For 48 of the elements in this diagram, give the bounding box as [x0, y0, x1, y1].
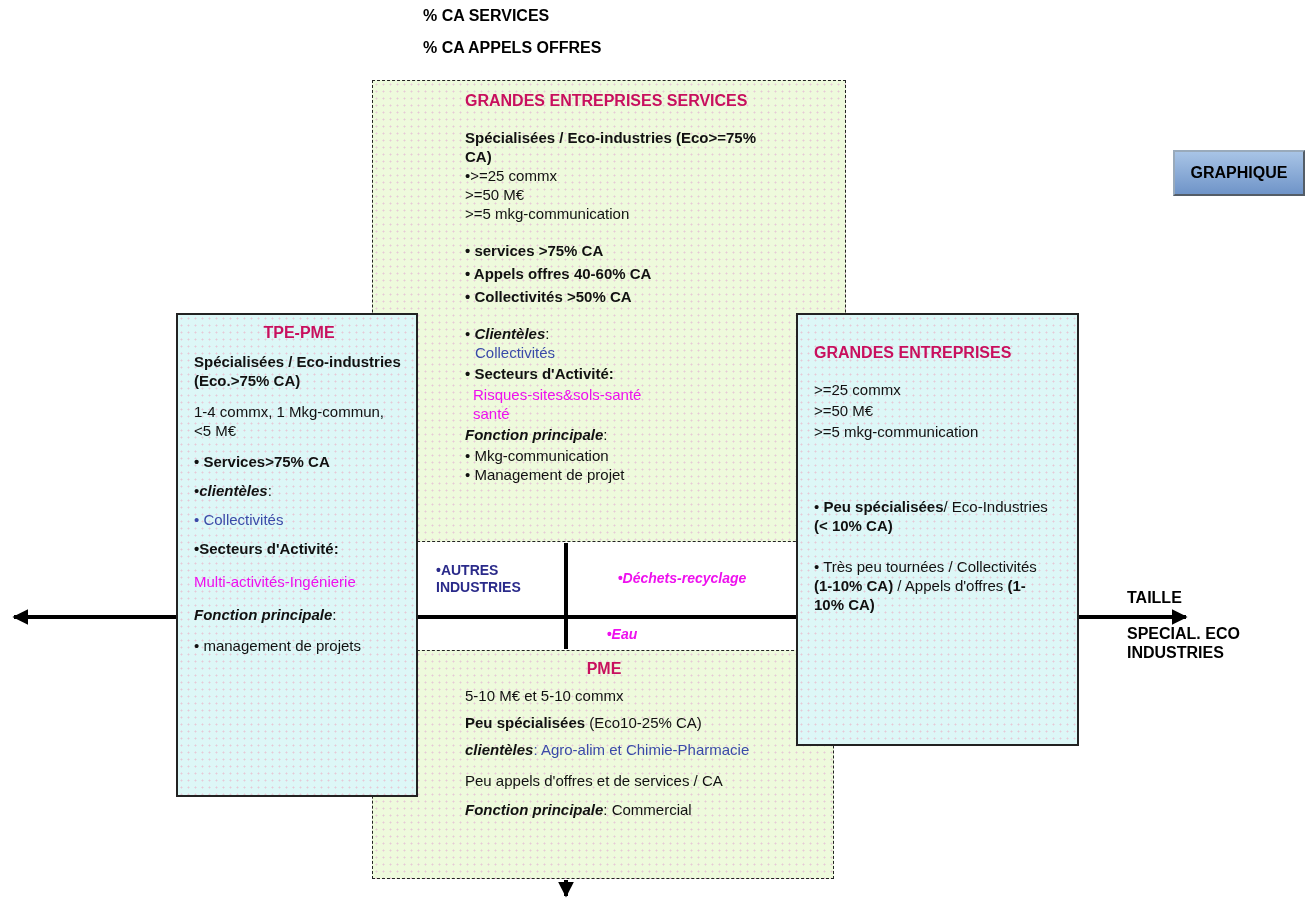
- text-line: • Très peu tournées / Collectivités (1-10% CA) / Appels d'offres (1-10% CA): [814, 557, 1038, 614]
- text-line: • Management de projet: [465, 465, 626, 484]
- text-line: •>=25 commx: [465, 166, 558, 185]
- cell-text: •Eau: [606, 625, 638, 644]
- text-line: >=5 mkg-communication: [465, 204, 631, 223]
- text-line: Peu spécialisées (Eco10-25% CA): [465, 713, 703, 732]
- text-line: • Collectivités >50% CA: [465, 287, 633, 306]
- cell-text: •AUTRES INDUSTRIES: [436, 561, 522, 596]
- text-line: •Secteurs d'Activité:: [194, 539, 340, 558]
- axis-label: TAILLE: [1127, 588, 1183, 607]
- text-line: Collectivités: [474, 343, 557, 362]
- text-line: 5-10 M€ et 5-10 commx: [465, 686, 625, 705]
- text-line: • Secteurs d'Activité:: [465, 364, 615, 383]
- text-line: Peu appels d'offres et de services / CA: [465, 771, 724, 790]
- text-line: • Clientèles:: [465, 324, 551, 343]
- text-line: • Collectivités: [194, 510, 285, 529]
- quadrant-box: [176, 313, 418, 797]
- text-line: >=50 M€: [465, 185, 526, 204]
- text-line: Risques-sites&sols-santé santé: [472, 385, 643, 423]
- box-heading: PME: [585, 659, 623, 678]
- text-line: • Mkg-communication: [465, 446, 610, 465]
- box-heading: GRANDES ENTREPRISES: [814, 343, 1013, 362]
- text-line: 1-4 commx, 1 Mkg-commun, <5 M€: [194, 402, 386, 440]
- text-line: >=25 commx: [814, 380, 902, 399]
- axis-label: % CA SERVICES: [423, 6, 551, 25]
- text-line: • management de projets: [194, 636, 362, 655]
- text-line: Spécialisées / Eco-industries (Eco.>75% CA): [194, 352, 402, 390]
- quadrant-box: [796, 313, 1079, 746]
- text-line: • Appels offres 40-60% CA: [465, 264, 653, 283]
- text-line: •clientèles:: [194, 481, 273, 500]
- box-heading: GRANDES ENTREPRISES SERVICES: [465, 91, 749, 110]
- text-line: • Peu spécialisées/ Eco-Industries (< 10% CA): [814, 497, 1049, 535]
- axis-label: SPECIAL. ECO INDUSTRIES: [1127, 624, 1241, 662]
- axis-label: % CA APPELS OFFRES: [423, 38, 603, 57]
- text-line: clientèles: Agro-alim et Chimie-Pharmacie: [465, 740, 751, 759]
- text-line: >=50 M€: [814, 401, 875, 420]
- text-line: Multi-activités-Ingénierie: [194, 572, 357, 591]
- chart-button: GRAPHIQUE: [1173, 150, 1305, 196]
- text-line: Fonction principale:: [194, 605, 338, 624]
- cell-text: •Déchets-recyclage: [617, 569, 747, 588]
- quadrant-box: [372, 650, 834, 879]
- text-line: • services >75% CA: [465, 241, 605, 260]
- text-line: Spécialisées / Eco-industries (Eco>=75% CA): [465, 128, 757, 166]
- box-heading: TPE-PME: [262, 323, 336, 342]
- text-line: Fonction principale:: [465, 425, 609, 444]
- text-line: • Services>75% CA: [194, 452, 331, 471]
- text-line: Fonction principale: Commercial: [465, 800, 693, 819]
- text-line: >=5 mkg-communication: [814, 422, 980, 441]
